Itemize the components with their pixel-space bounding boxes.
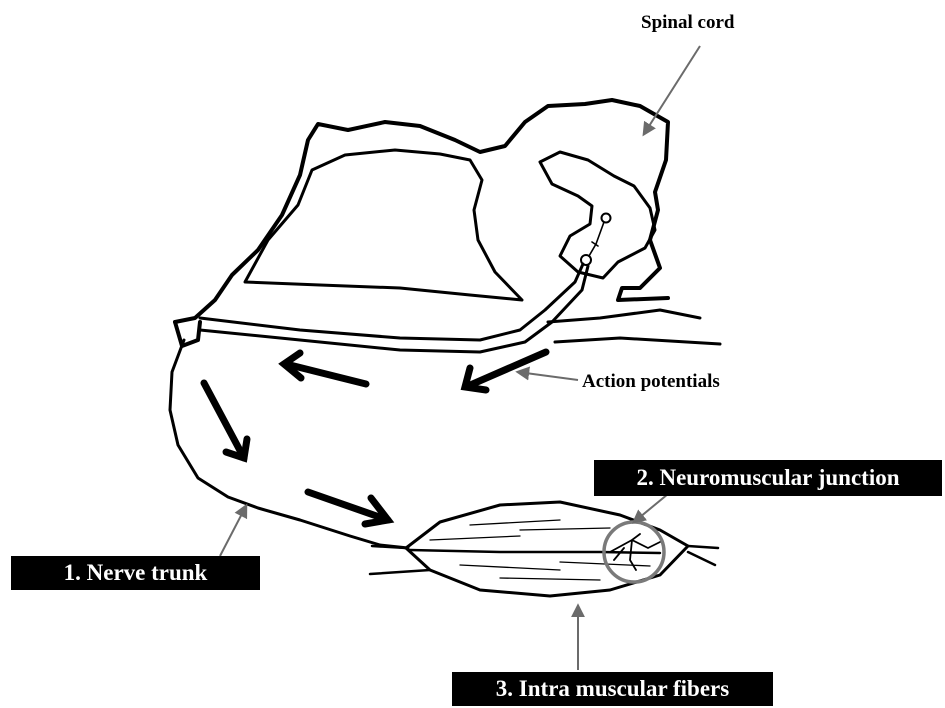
spinal-cord-section: [540, 152, 655, 278]
nerve-root-inner: [200, 266, 588, 352]
neuromuscular-junction-pointer: [634, 494, 668, 522]
spinal-cord-pointer: [644, 46, 700, 134]
nerve-trunk-label: 1. Nerve trunk: [11, 556, 260, 590]
vertebral-chamber: [245, 150, 522, 300]
intra-muscular-fibers-label: 3. Intra muscular fibers: [452, 672, 773, 706]
vertebra-lip: [175, 322, 200, 346]
muscle-tendon-right: [688, 546, 718, 565]
action-potentials-pointer: [518, 372, 578, 380]
muscle-body: [406, 502, 688, 596]
action-potentials-label: Action potentials: [582, 371, 720, 393]
nerve-root-outer: [200, 264, 583, 340]
cord-base-lines: [548, 310, 720, 344]
interneuron-soma: [602, 214, 611, 223]
action-potential-arrows: [204, 352, 546, 524]
spinal-cord-label: Spinal cord: [641, 12, 734, 34]
nerve-trunk-pointer: [220, 506, 246, 556]
neuromuscular-junction-label: 2. Neuromuscular junction: [594, 460, 942, 496]
